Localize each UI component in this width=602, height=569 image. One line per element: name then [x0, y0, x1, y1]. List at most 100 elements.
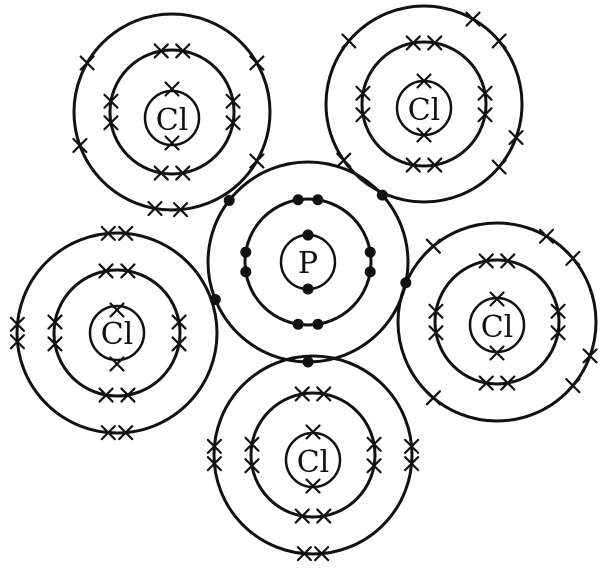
cl-inner-electron-cross: [109, 356, 125, 372]
cl-shell-electron-cross: [366, 458, 382, 474]
cl-symbol: Cl: [101, 317, 134, 352]
cl-inner-electron-cross: [305, 478, 321, 494]
cl-valence-electron-cross: [508, 129, 524, 146]
cl-valence-electron-cross: [172, 202, 189, 218]
cl-shell-electron-cross: [175, 43, 191, 59]
cl-shell-electron-cross: [244, 458, 260, 474]
cl-middle-shell: [52, 268, 182, 398]
cl-shell-electron-cross: [103, 93, 119, 109]
cl-inner-electron-cross: [109, 302, 125, 318]
cl-shell-electron-cross: [477, 85, 493, 101]
cl-symbol: Cl: [297, 445, 330, 480]
cl-shell-electron-cross: [225, 93, 241, 109]
p-shell-electron-dot: [312, 318, 324, 330]
cl-inner-electron-cross: [416, 127, 432, 143]
p-shell-electron-dot: [364, 266, 376, 278]
cl-valence-electron-cross: [100, 425, 116, 441]
cl-shell-electron-cross: [550, 325, 566, 341]
cl-shell-electron-cross: [316, 508, 332, 524]
cl-shell-electron-cross: [120, 387, 136, 403]
cl-shell-electron-cross: [477, 107, 493, 123]
cl-valence-electron-cross: [538, 228, 555, 244]
cl-middle-shell: [433, 258, 561, 386]
cl-valence-electron-cross: [147, 200, 163, 217]
cl-outer-shell: [72, 12, 272, 212]
cl-valence-electron-cross: [404, 456, 420, 472]
p-inner-electron-dot: [302, 229, 314, 241]
cl-shell-electron-cross: [153, 165, 169, 181]
cl-valence-electron-cross: [206, 438, 222, 454]
p-symbol: P: [298, 246, 318, 281]
cl-shell-electron-cross: [500, 253, 516, 269]
cl-shell-electron-cross: [225, 115, 241, 131]
atom-cl-right: Cl: [396, 221, 598, 423]
cl-inner-electron-cross: [305, 424, 321, 440]
cl-outer-shell: [396, 221, 598, 423]
cl-middle-shell: [249, 391, 377, 519]
p-valence-electron-dot: [302, 356, 314, 368]
cl-shell-electron-cross: [47, 336, 63, 352]
cl-valence-electron-cross: [296, 546, 312, 562]
cl-inner-electron-cross: [416, 73, 432, 89]
cl-valence-electron-cross: [118, 425, 134, 441]
cl-valence-electron-cross: [9, 334, 25, 350]
cl-middle-shell: [108, 48, 236, 176]
cl-inner-electron-cross: [489, 345, 505, 361]
cl-shell-electron-cross: [428, 325, 444, 341]
atom-cl-top-right: Cl: [324, 4, 524, 204]
p-valence-electron-dot: [209, 293, 221, 305]
cl-shell-electron-cross: [98, 387, 114, 403]
p-valence-electron-dot: [400, 277, 412, 289]
p-valence-electron-dot: [376, 189, 388, 201]
cl-nucleus: [143, 89, 201, 147]
p-middle-shell: [243, 197, 373, 327]
cl-valence-electron-cross: [425, 238, 441, 254]
cl-shell-electron-cross: [175, 165, 191, 181]
cl-shell-electron-cross: [427, 35, 443, 51]
cl-middle-shell: [360, 40, 488, 168]
p-shell-electron-dot: [240, 266, 252, 278]
cl-valence-electron-cross: [425, 390, 441, 406]
cl-valence-electron-cross: [9, 316, 25, 332]
cl-valence-electron-cross: [206, 456, 222, 472]
cl-nucleus: [88, 304, 146, 362]
cl-valence-electron-cross: [491, 159, 507, 175]
cl-valence-electron-cross: [491, 33, 507, 49]
cl-valence-electron-cross: [404, 438, 420, 454]
cl-shell-electron-cross: [171, 314, 187, 330]
cl-shell-electron-cross: [550, 303, 566, 319]
p-shell-electron-dot: [312, 194, 324, 206]
p-valence-electron-dot: [223, 194, 235, 206]
cl-shell-electron-cross: [103, 115, 119, 131]
p-shell-electron-dot: [240, 246, 252, 258]
cl-outer-shell: [15, 231, 219, 435]
atom-cl-bottom: Cl: [212, 354, 414, 556]
cl-valence-electron-cross: [79, 55, 95, 71]
cl-valence-electron-cross: [100, 225, 116, 241]
p-shell-electron-dot: [292, 194, 304, 206]
cl-shell-electron-cross: [355, 85, 371, 101]
atom-cl-left: Cl: [15, 231, 219, 435]
cl-shell-electron-cross: [405, 35, 421, 51]
cl-shell-electron-cross: [98, 263, 114, 279]
cl-shell-electron-cross: [366, 436, 382, 452]
cl-inner-electron-cross: [164, 135, 180, 151]
cl-shell-electron-cross: [316, 386, 332, 402]
cl-inner-electron-cross: [489, 291, 505, 307]
cl-valence-electron-cross: [118, 225, 134, 241]
cl-outer-shell: [324, 4, 524, 204]
cl-valence-electron-cross: [582, 348, 598, 364]
cl-shell-electron-cross: [294, 508, 310, 524]
cl-valence-electron-cross: [336, 152, 352, 168]
cl-symbol: Cl: [481, 310, 514, 345]
cl-valence-electron-cross: [249, 55, 265, 71]
p-inner-electron-dot: [302, 283, 314, 295]
cl-shell-electron-cross: [405, 157, 421, 173]
cl-shell-electron-cross: [478, 253, 494, 269]
cl-shell-electron-cross: [355, 107, 371, 123]
cl-shell-electron-cross: [120, 263, 136, 279]
p-shell-electron-dot: [292, 318, 304, 330]
cl-valence-electron-cross: [565, 378, 581, 394]
cl-shell-electron-cross: [47, 314, 63, 330]
